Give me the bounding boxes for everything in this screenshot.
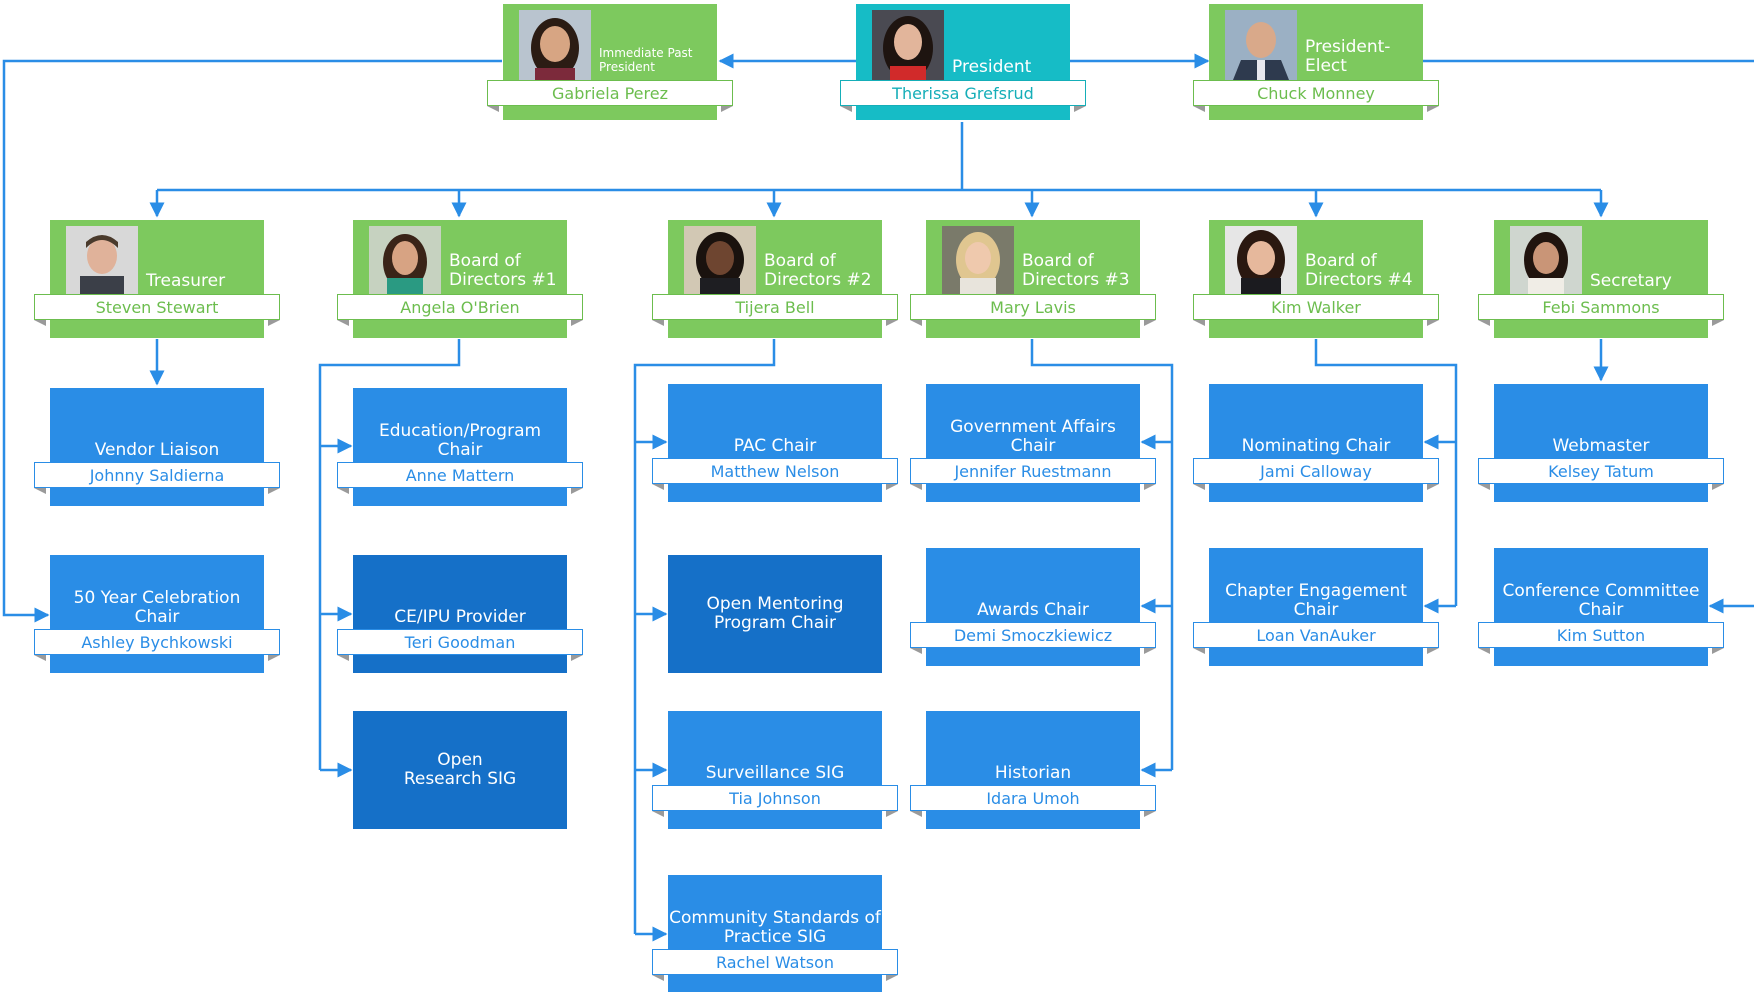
node-treasurer[interactable]: Treasurer Steven Stewart (34, 220, 280, 338)
node-fifty-year[interactable]: 50 Year Celebration Chair Ashley Bychkow… (34, 555, 280, 673)
photo-secretary (1510, 226, 1582, 294)
connector-past-fifty (2, 59, 502, 623)
node-vendor-liaison[interactable]: Vendor Liaison Johnny Saldierna (34, 388, 280, 506)
name-bod1: Angela O'Brien (337, 294, 583, 326)
title-bod2: Board of Directors #2 (764, 251, 872, 290)
name-community: Rachel Watson (652, 949, 898, 981)
node-community[interactable]: Community Standards of Practice SIG Rach… (652, 875, 898, 992)
connector-bod2-trunk (633, 339, 776, 934)
name-surveillance: Tia Johnson (652, 785, 898, 817)
node-nominating[interactable]: Nominating Chair Jami Calloway (1193, 384, 1439, 502)
title-gov-affairs: Government Affairs Chair (950, 417, 1116, 456)
connector-bod3-trunk (1030, 339, 1174, 770)
photo-bod1 (369, 226, 441, 294)
title-historian: Historian (994, 763, 1072, 783)
name-ce-ipu: Teri Goodman (337, 629, 583, 661)
name-president: Therissa Grefsrud (840, 80, 1086, 112)
name-education: Anne Mattern (337, 462, 583, 494)
title-past-president: Immediate Past President (599, 46, 693, 74)
name-conference: Kim Sutton (1478, 622, 1724, 654)
title-education: Education/Program Chair (378, 421, 542, 460)
title-awards: Awards Chair (977, 600, 1089, 620)
node-bod1[interactable]: Board of Directors #1 Angela O'Brien (337, 220, 583, 338)
node-bod4[interactable]: Board of Directors #4 Kim Walker (1193, 220, 1439, 338)
node-gov-affairs[interactable]: Government Affairs Chair Jennifer Ruestm… (910, 384, 1156, 502)
title-secretary: Secretary (1590, 271, 1672, 291)
photo-bod4 (1225, 226, 1297, 294)
title-conference: Conference Committee Chair (1502, 581, 1700, 620)
title-mentoring: Open Mentoring Program Chair (706, 594, 844, 633)
title-bod4: Board of Directors #4 (1305, 251, 1413, 290)
name-vendor-liaison: Johnny Saldierna (34, 462, 280, 494)
connector-bod1-trunk (318, 339, 461, 770)
name-bod3: Mary Lavis (910, 294, 1156, 326)
node-president-elect[interactable]: President-Elect Chuck Monney (1193, 4, 1439, 120)
name-nominating: Jami Calloway (1193, 458, 1439, 490)
photo-treasurer (66, 226, 138, 294)
name-gov-affairs: Jennifer Ruestmann (910, 458, 1156, 490)
title-engagement: Chapter Engagement Chair (1225, 581, 1407, 620)
name-secretary: Febi Sammons (1478, 294, 1724, 326)
photo-president (872, 10, 944, 80)
name-webmaster: Kelsey Tatum (1478, 458, 1724, 490)
name-pac: Matthew Nelson (652, 458, 898, 490)
name-president-elect: Chuck Monney (1193, 80, 1439, 112)
name-bod4: Kim Walker (1193, 294, 1439, 326)
title-surveillance: Surveillance SIG (705, 763, 845, 783)
title-ce-ipu: CE/IPU Provider (394, 607, 526, 627)
photo-past-president (519, 10, 591, 80)
name-historian: Idara Umoh (910, 785, 1156, 817)
name-fifty-year: Ashley Bychkowski (34, 629, 280, 661)
title-bod3: Board of Directors #3 (1022, 251, 1130, 290)
connector-bod4-trunk (1314, 339, 1458, 606)
node-bod2[interactable]: Board of Directors #2 Tijera Bell (652, 220, 898, 338)
node-education[interactable]: Education/Program Chair Anne Mattern (337, 388, 583, 506)
title-vendor-liaison: Vendor Liaison (94, 440, 220, 460)
title-nominating: Nominating Chair (1241, 436, 1391, 456)
title-president-elect: President-Elect (1305, 37, 1391, 76)
name-treasurer: Steven Stewart (34, 294, 280, 326)
node-ce-ipu[interactable]: CE/IPU Provider Teri Goodman (337, 555, 583, 673)
photo-bod3 (942, 226, 1014, 294)
node-engagement[interactable]: Chapter Engagement Chair Loan VanAuker (1193, 548, 1439, 666)
node-secretary[interactable]: Secretary Febi Sammons (1478, 220, 1724, 338)
node-research-sig[interactable]: Open Research SIG (353, 711, 567, 829)
node-awards[interactable]: Awards Chair Demi Smoczkiewicz (910, 548, 1156, 666)
node-historian[interactable]: Historian Idara Umoh (910, 711, 1156, 829)
photo-president-elect (1225, 10, 1297, 80)
node-surveillance[interactable]: Surveillance SIG Tia Johnson (652, 711, 898, 829)
node-webmaster[interactable]: Webmaster Kelsey Tatum (1478, 384, 1724, 502)
title-treasurer: Treasurer (146, 271, 226, 291)
photo-bod2 (684, 226, 756, 294)
node-pac[interactable]: PAC Chair Matthew Nelson (652, 384, 898, 502)
node-president[interactable]: President Therissa Grefsrud (840, 4, 1086, 120)
title-pac: PAC Chair (733, 436, 817, 456)
node-bod3[interactable]: Board of Directors #3 Mary Lavis (910, 220, 1156, 338)
title-fifty-year: 50 Year Celebration Chair (73, 588, 241, 627)
title-research-sig: Open Research SIG (403, 750, 517, 789)
name-awards: Demi Smoczkiewicz (910, 622, 1156, 654)
title-bod1: Board of Directors #1 (449, 251, 557, 290)
node-conference[interactable]: Conference Committee Chair Kim Sutton (1478, 548, 1724, 666)
name-bod2: Tijera Bell (652, 294, 898, 326)
name-past-president: Gabriela Perez (487, 80, 733, 112)
name-engagement: Loan VanAuker (1193, 622, 1439, 654)
title-community: Community Standards of Practice SIG (669, 908, 881, 947)
node-past-president[interactable]: Immediate Past President Gabriela Perez (487, 4, 733, 120)
node-mentoring[interactable]: Open Mentoring Program Chair (668, 555, 882, 673)
title-president: President (952, 57, 1032, 77)
title-webmaster: Webmaster (1552, 436, 1650, 456)
